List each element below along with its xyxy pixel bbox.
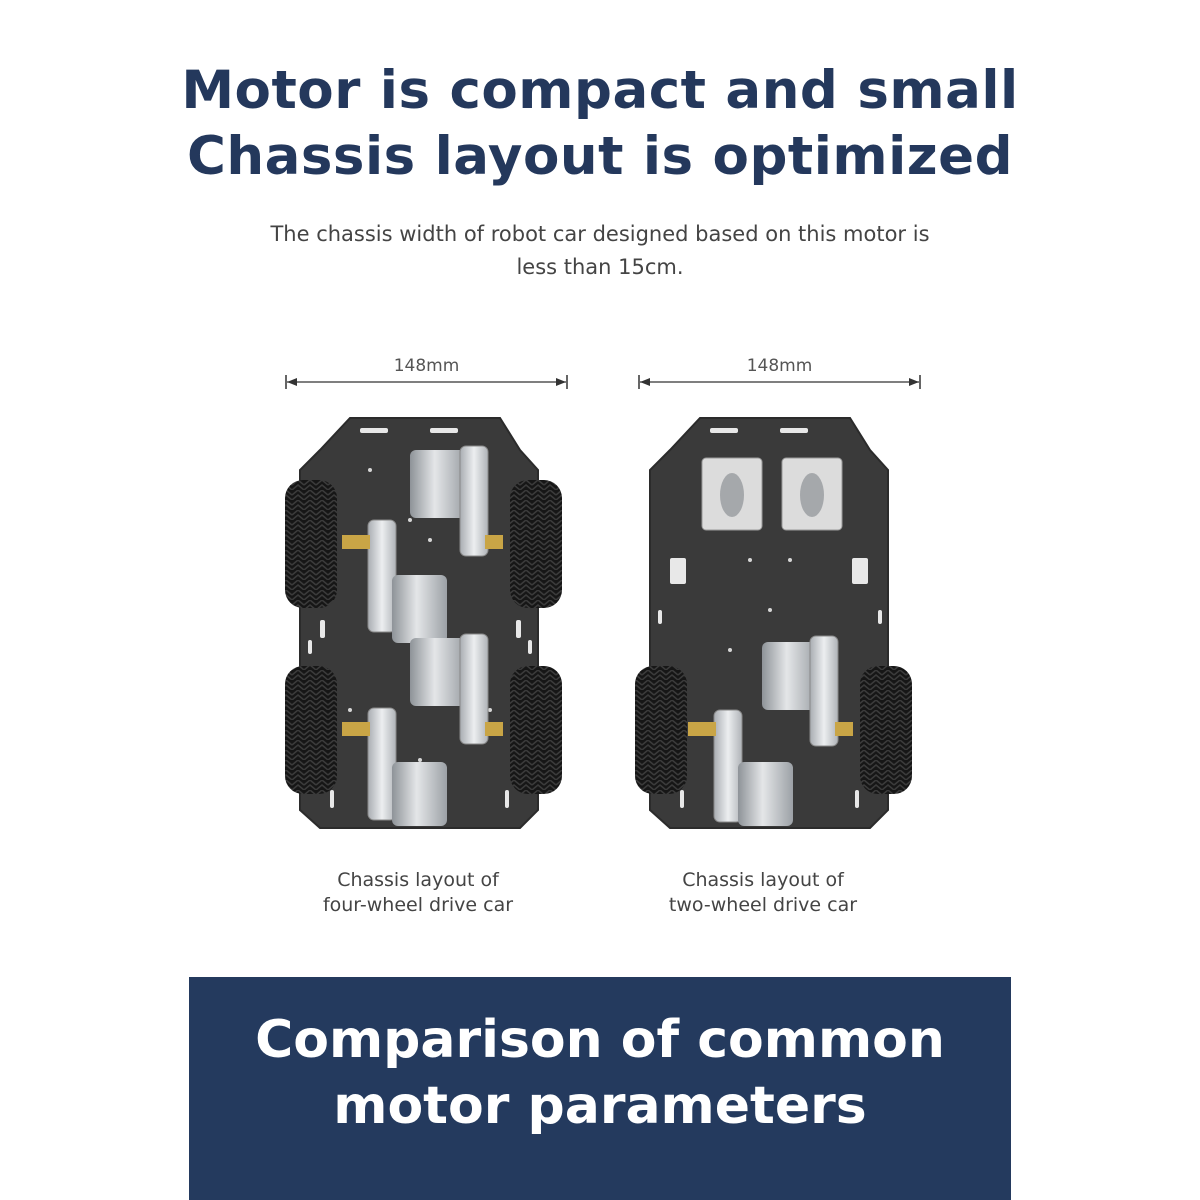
four-wheel-drive-chassis-image bbox=[285, 417, 562, 829]
left-caption: Chassis layout of four-wheel drive car bbox=[258, 868, 578, 918]
headline-line-2: Chassis layout is optimized bbox=[186, 126, 1014, 187]
two-wheel-drive-chassis-image bbox=[635, 417, 912, 829]
subtitle: The chassis width of robot car designed … bbox=[200, 218, 1000, 284]
left-caption-line-2: four-wheel drive car bbox=[322, 894, 514, 916]
left-dimension-label: 148mm bbox=[393, 356, 460, 376]
wheel-icon bbox=[285, 480, 562, 794]
subtitle-line-2: less than 15cm. bbox=[516, 255, 684, 279]
caster-wheel-icon bbox=[701, 457, 843, 531]
right-dimension: 148mm bbox=[638, 352, 921, 392]
right-caption-line-1: Chassis layout of bbox=[682, 869, 844, 891]
motor-icon bbox=[342, 445, 503, 826]
banner-title-line-1: Comparison of common bbox=[255, 1010, 945, 1070]
banner-title: Comparison of common motor parameters bbox=[189, 1007, 1011, 1139]
headline-line-1: Motor is compact and small bbox=[181, 60, 1019, 121]
left-caption-line-1: Chassis layout of bbox=[337, 869, 499, 891]
dimension-arrow-icon bbox=[638, 375, 921, 389]
banner-title-line-2: motor parameters bbox=[333, 1076, 867, 1136]
right-caption: Chassis layout of two-wheel drive car bbox=[603, 868, 923, 918]
subtitle-line-1: The chassis width of robot car designed … bbox=[270, 222, 930, 246]
comparison-banner: Comparison of common motor parameters bbox=[189, 977, 1011, 1200]
wheel-icon bbox=[635, 666, 912, 794]
dimension-arrow-icon bbox=[285, 375, 568, 389]
right-caption-line-2: two-wheel drive car bbox=[668, 894, 858, 916]
motor-icon bbox=[688, 635, 853, 826]
right-dimension-label: 148mm bbox=[746, 356, 813, 376]
left-dimension: 148mm bbox=[285, 352, 568, 392]
headline: Motor is compact and small Chassis layou… bbox=[0, 58, 1200, 190]
